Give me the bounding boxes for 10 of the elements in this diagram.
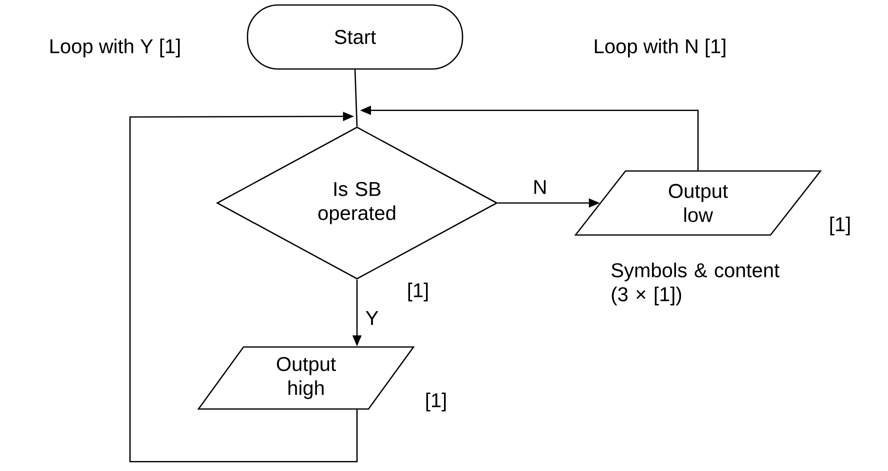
arrow — [129, 112, 358, 462]
annotation: Loop with Y [1] — [50, 38, 180, 58]
mark-label: [1] — [830, 216, 850, 236]
mark-label: [1] — [426, 392, 446, 412]
edge-label: Y — [364, 310, 380, 326]
terminal-box: Start — [246, 4, 464, 70]
note: Symbols & content (3 × [1]) — [612, 262, 780, 306]
annotation: Loop with N [1] — [594, 38, 726, 58]
edge-label: N — [532, 179, 548, 195]
mark-label: [1] — [408, 282, 428, 302]
